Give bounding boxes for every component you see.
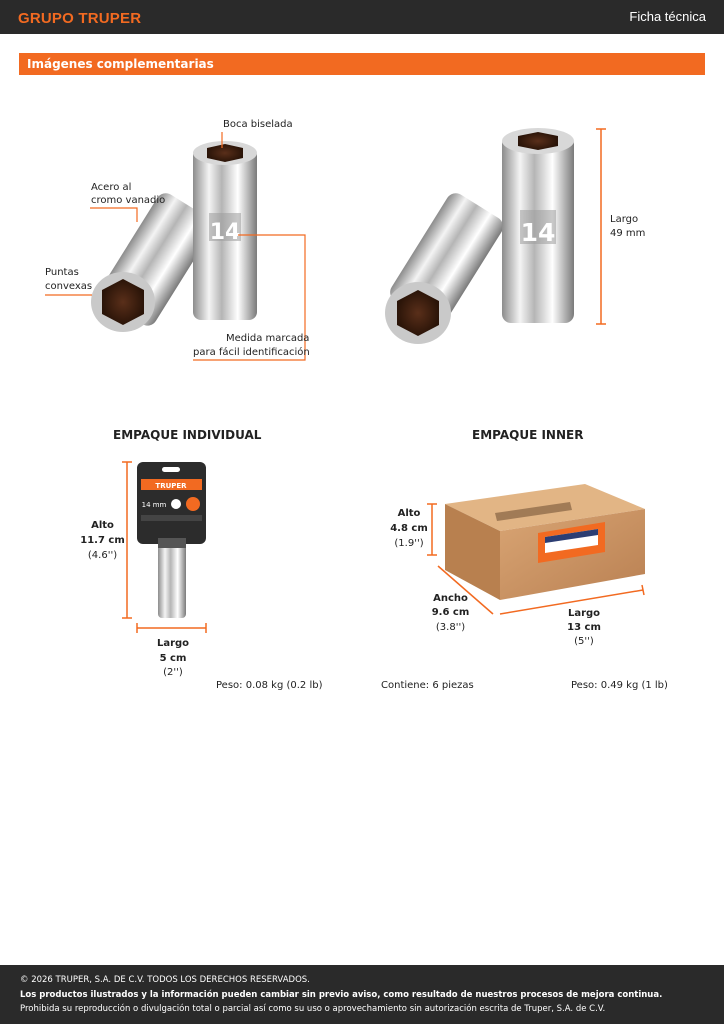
inner-largo-in: (5'') (574, 636, 594, 647)
inner-ancho-cm: 9.6 cm (431, 607, 470, 618)
label-puntas-1: Puntas (45, 267, 79, 278)
size-mark: 14 (210, 220, 241, 245)
inner-alto-in: (1.9'') (394, 538, 424, 549)
individual-largo-cm: 5 cm (159, 653, 187, 664)
inner-alto-label: Alto (397, 508, 421, 519)
footer-prohibition: Prohibida su reproducción o divulgación … (20, 1004, 606, 1014)
label-acero-2: cromo vanadio (91, 195, 166, 206)
product-illustrations: 14 14 TRUPER 14 mm (45, 128, 645, 633)
label-largo: Largo (610, 214, 639, 225)
inner-package-title: EMPAQUE INNER (472, 428, 584, 442)
individual-alto-in: (4.6'') (87, 550, 118, 561)
label-medida-1: Medida marcada (226, 333, 310, 344)
label-largo-value: 49 mm (610, 228, 646, 239)
footer: © 2026 TRUPER, S.A. DE C.V. TODOS LOS DE… (0, 965, 724, 1024)
footer-disclaimer: Los productos ilustrados y la informació… (20, 990, 663, 1000)
inner-alto-cm: 4.8 cm (390, 523, 428, 534)
inner-box-illustration (445, 484, 645, 600)
inner-ancho-in: (3.8'') (435, 622, 466, 633)
inner-largo-cm: 13 cm (567, 622, 601, 633)
label-medida-2: para fácil identificación (193, 347, 310, 358)
individual-alto-label: Alto (91, 520, 114, 531)
document-type: Ficha técnica (629, 9, 706, 24)
individual-peso: Peso: 0.08 kg (0.2 lb) (216, 680, 323, 691)
individual-largo-label: Largo (156, 638, 190, 649)
svg-text:TRUPER: TRUPER (155, 482, 187, 490)
label-boca-biselada: Boca biselada (223, 119, 293, 130)
section-title: Imágenes complementarias (27, 57, 214, 71)
inner-largo-label: Largo (567, 608, 601, 619)
top-bar: GRUPO TRUPER Ficha técnica (0, 0, 724, 34)
individual-alto-cm: 11.7 cm (80, 535, 125, 546)
svg-text:14: 14 (521, 218, 556, 247)
individual-package-illustration: TRUPER 14 mm (137, 462, 206, 618)
section-header: Imágenes complementarias (19, 53, 705, 75)
inner-peso: Peso: 0.49 kg (1 lb) (571, 680, 668, 691)
footer-copyright: © 2026 TRUPER, S.A. DE C.V. TODOS LOS DE… (20, 975, 310, 985)
inner-contiene: Contiene: 6 piezas (381, 680, 474, 691)
socket-illustration-left: 14 (91, 141, 257, 332)
socket-illustration-right: 14 (385, 128, 574, 344)
svg-text:14 mm: 14 mm (142, 501, 167, 509)
individual-largo-in: (2'') (163, 667, 183, 678)
brand-logo: GRUPO TRUPER (18, 10, 142, 27)
label-puntas-2: convexas (45, 281, 93, 292)
label-acero-1: Acero al (91, 182, 132, 193)
inner-ancho-label: Ancho (433, 593, 468, 604)
individual-package-title: EMPAQUE INDIVIDUAL (113, 428, 262, 442)
